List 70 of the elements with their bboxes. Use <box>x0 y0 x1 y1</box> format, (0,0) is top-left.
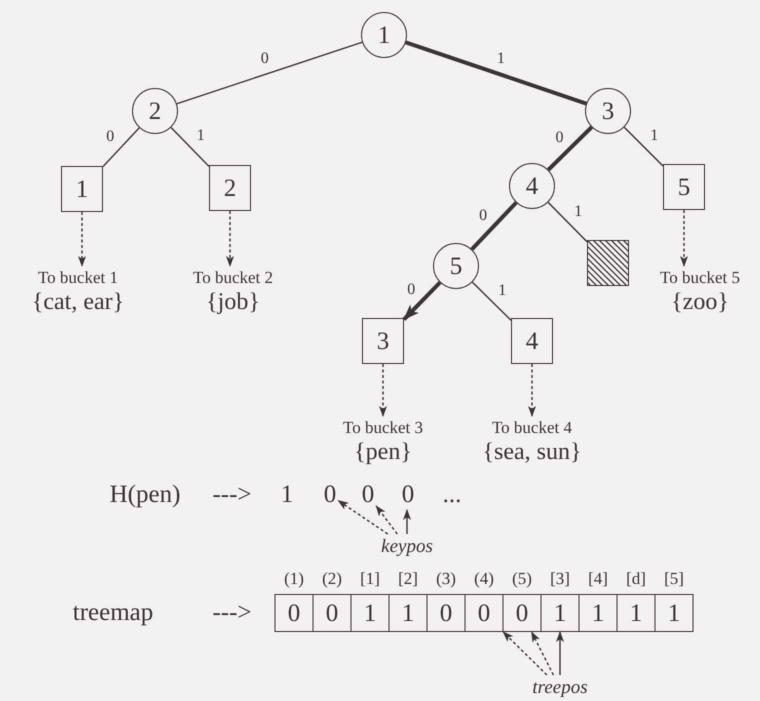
hatched-box <box>587 240 629 286</box>
column-header: (1) <box>284 569 304 589</box>
leaf-box: 2 <box>209 165 251 211</box>
column-header: (4) <box>474 569 494 589</box>
dotted-arrow <box>376 505 398 534</box>
bucket-label: To bucket 1 <box>38 268 118 288</box>
arrow <box>556 631 564 675</box>
bitmap-cell: 1 <box>350 594 390 632</box>
dotted-arrow <box>379 364 387 417</box>
bitmap-cell: 1 <box>616 594 656 632</box>
tree-branch-line <box>405 40 587 106</box>
ellipsis: ... <box>442 481 462 509</box>
column-header: [4] <box>588 569 608 589</box>
bitmap-cell: 0 <box>426 594 466 632</box>
tree-branch-line <box>472 282 512 321</box>
formula-text: H(pen) <box>110 481 180 509</box>
bitmap-cell: 1 <box>388 594 428 632</box>
dotted-arrow <box>680 210 688 267</box>
key-set: {cat, ear} <box>32 288 124 316</box>
key-set: {zoo} <box>671 288 729 316</box>
dotted-arrow <box>78 212 86 267</box>
tree-branch-line <box>470 201 518 251</box>
bitmap-cell: 0 <box>274 594 314 632</box>
arrow <box>402 281 442 321</box>
leaf-box: 1 <box>61 166 103 212</box>
dotted-arrow <box>502 631 548 676</box>
bitmap-cell: 0 <box>464 594 504 632</box>
bitmap-cell: 1 <box>540 594 580 632</box>
bucket-label: To bucket 5 <box>660 268 740 288</box>
bitmap-cell: 1 <box>578 594 618 632</box>
ascii-arrow: ---> <box>212 481 252 509</box>
tree-branch-line <box>170 126 210 167</box>
tree-branch-line <box>624 126 664 166</box>
bit-digit: 0 <box>324 482 336 508</box>
tree-branch-line <box>176 42 362 104</box>
column-header: [d] <box>626 569 646 589</box>
bucket-label: To bucket 4 <box>492 418 572 438</box>
bit-digit: 0 <box>402 482 414 508</box>
column-header: (5) <box>512 569 532 589</box>
bit-digit: 0 <box>362 482 374 508</box>
tree-branch-line <box>102 127 140 168</box>
bucket-label: To bucket 3 <box>343 418 423 438</box>
tree-branch-line <box>548 202 588 242</box>
column-header: [2] <box>398 569 418 589</box>
bitmap-cell: 0 <box>502 594 542 632</box>
arrow <box>403 509 411 534</box>
column-header: (2) <box>322 569 342 589</box>
dotted-arrow <box>337 500 388 535</box>
pointer-label: keypos <box>381 536 433 558</box>
leaf-box: 5 <box>663 164 705 210</box>
leaf-box: 4 <box>511 318 553 364</box>
bucket-label: To bucket 2 <box>193 268 273 288</box>
array-name: treemap <box>72 599 154 627</box>
column-header: (3) <box>436 569 456 589</box>
key-set: {sea, sun} <box>482 438 582 466</box>
column-header: [3] <box>550 569 570 589</box>
ascii-arrow: ---> <box>212 599 252 627</box>
dotted-arrow <box>226 211 234 267</box>
tree-branch-line <box>546 126 594 172</box>
key-set: {pen} <box>354 438 412 466</box>
dotted-arrow <box>528 364 536 417</box>
column-header: [1] <box>360 569 380 589</box>
pointer-label: treepos <box>532 677 588 699</box>
key-set: {job} <box>206 288 260 316</box>
bit-digit: 1 <box>280 481 294 509</box>
dotted-arrow <box>531 631 554 676</box>
bitmap-cell: 0 <box>312 594 352 632</box>
leaf-box: 3 <box>362 318 404 364</box>
bitmap-cell: 1 <box>654 594 694 632</box>
column-header: [5] <box>664 569 684 589</box>
